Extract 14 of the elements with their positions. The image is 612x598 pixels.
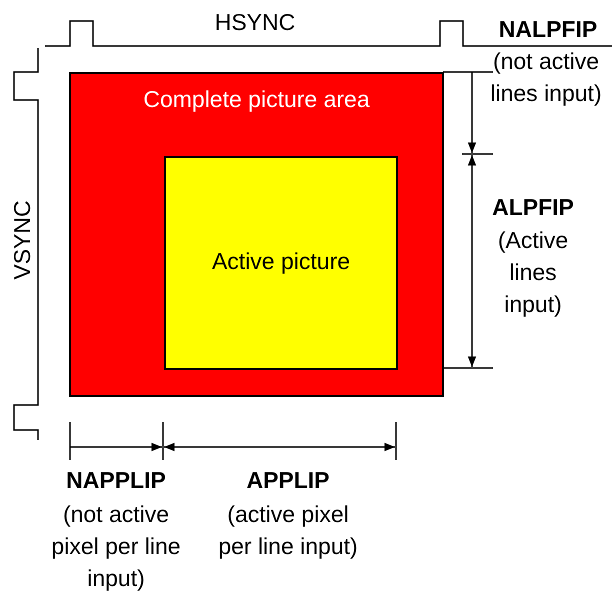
description-text: (not active pixel per line input) bbox=[50, 500, 182, 593]
dimension-label: APPLIP bbox=[245, 466, 331, 495]
dimension-label: NALPFIP bbox=[498, 15, 598, 44]
area-title: Complete picture area bbox=[143, 86, 370, 113]
description-text: (active pixel per line input) bbox=[218, 500, 358, 561]
active-picture-box bbox=[164, 156, 398, 370]
signal-label: HSYNC bbox=[214, 8, 296, 37]
dimension-label: ALPFIP bbox=[491, 193, 575, 222]
description-text: (not active lines input) bbox=[489, 47, 603, 108]
area-title: Active picture bbox=[212, 248, 350, 275]
picture-area-box bbox=[69, 72, 444, 397]
description-text: (Active lines input) bbox=[496, 226, 570, 319]
signal-label: VSYNC bbox=[8, 199, 36, 282]
dimension-label: NAPPLIP bbox=[65, 466, 167, 495]
